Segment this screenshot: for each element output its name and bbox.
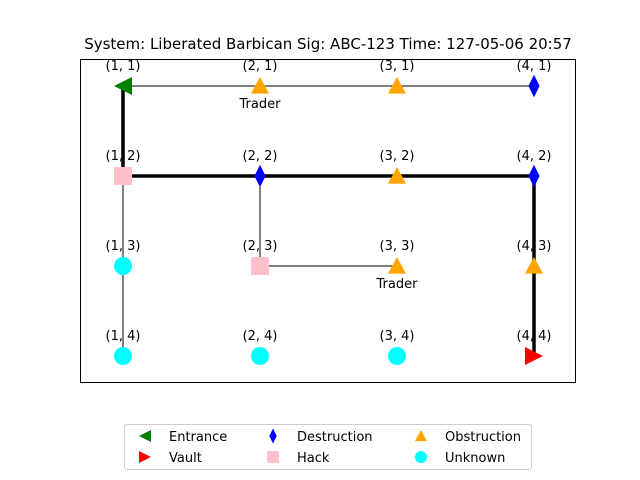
edges-layer <box>121 85 536 356</box>
node-n44: (4, 4) <box>517 329 552 365</box>
legend-item-hack: Hack <box>267 451 330 466</box>
node-n43: (4, 3) <box>517 239 552 274</box>
legend-vault-marker <box>139 451 151 463</box>
node-n42: (4, 2) <box>517 149 552 188</box>
node-n23: (2, 3) <box>243 239 278 275</box>
legend-item-obstruction: Obstruction <box>415 430 521 445</box>
unknown-marker <box>114 347 132 365</box>
hack-marker <box>251 257 269 275</box>
node-n32: (3, 2) <box>380 149 415 184</box>
legend-hack-marker <box>267 451 279 463</box>
node-coordinate-label: (2, 3) <box>243 239 278 254</box>
node-coordinate-label: (4, 2) <box>517 149 552 164</box>
node-n14: (1, 4) <box>106 329 141 365</box>
unknown-marker <box>251 347 269 365</box>
obstruction-marker <box>388 77 406 94</box>
obstruction-marker <box>388 167 406 184</box>
node-coordinate-label: (1, 4) <box>106 329 141 344</box>
node-n21: (2, 1) Trader <box>239 59 282 112</box>
obstruction-marker <box>525 257 543 274</box>
legend-label: Vault <box>169 451 202 466</box>
legend-label: Unknown <box>445 451 505 466</box>
obstruction-marker <box>251 77 269 94</box>
node-coordinate-label: (2, 1) <box>243 59 278 74</box>
node-coordinate-label: (3, 2) <box>380 149 415 164</box>
node-coordinate-label: (2, 4) <box>243 329 278 344</box>
node-coordinate-label: (1, 3) <box>106 239 141 254</box>
legend-item-vault: Vault <box>139 451 202 466</box>
legend-label: Entrance <box>169 430 227 445</box>
node-n33: (3, 3) Trader <box>376 239 419 292</box>
node-note-label: Trader <box>239 97 282 112</box>
hack-marker <box>114 167 132 185</box>
node-n13: (1, 3) <box>106 239 141 275</box>
legend-unknown-marker <box>415 451 427 463</box>
node-n24: (2, 4) <box>243 329 278 365</box>
legend-item-destruction: Destruction <box>269 428 373 445</box>
node-coordinate-label: (3, 1) <box>380 59 415 74</box>
legend-label: Hack <box>297 451 330 466</box>
legend-item-unknown: Unknown <box>415 451 505 466</box>
node-n22: (2, 2) <box>243 149 278 188</box>
node-coordinate-label: (4, 4) <box>517 329 552 344</box>
destruction-marker <box>528 164 540 188</box>
legend-item-entrance: Entrance <box>139 430 227 445</box>
unknown-marker <box>114 257 132 275</box>
legend-label: Obstruction <box>445 430 521 445</box>
node-coordinate-label: (4, 3) <box>517 239 552 254</box>
legend-destruction-marker <box>269 428 277 444</box>
node-coordinate-label: (2, 2) <box>243 149 278 164</box>
legend-obstruction-marker <box>415 430 427 442</box>
destruction-marker <box>528 74 540 98</box>
node-n12: (1, 2) <box>106 149 141 185</box>
nodes-layer: (1, 1) (2, 1) Trader (3, 1) (4, 1) (1, 2) (2, … <box>106 59 552 365</box>
legend-box <box>124 424 532 470</box>
node-n31: (3, 1) <box>380 59 415 94</box>
plot-frame <box>80 59 576 383</box>
node-coordinate-label: (4, 1) <box>517 59 552 74</box>
unknown-marker <box>388 347 406 365</box>
vault-marker <box>525 347 543 365</box>
node-n41: (4, 1) <box>517 59 552 98</box>
entrance-marker <box>114 77 132 95</box>
legend-entrance-marker <box>139 430 151 442</box>
node-note-label: Trader <box>376 277 419 292</box>
obstruction-marker <box>388 257 406 274</box>
diagram-title: System: Liberated Barbican Sig: ABC-123 … <box>84 35 572 53</box>
legend-label: Destruction <box>297 430 373 445</box>
node-coordinate-label: (1, 1) <box>106 59 141 74</box>
node-coordinate-label: (3, 4) <box>380 329 415 344</box>
node-n34: (3, 4) <box>380 329 415 365</box>
node-n11: (1, 1) <box>106 59 141 95</box>
destruction-marker <box>254 164 266 188</box>
node-coordinate-label: (3, 3) <box>380 239 415 254</box>
node-coordinate-label: (1, 2) <box>106 149 141 164</box>
